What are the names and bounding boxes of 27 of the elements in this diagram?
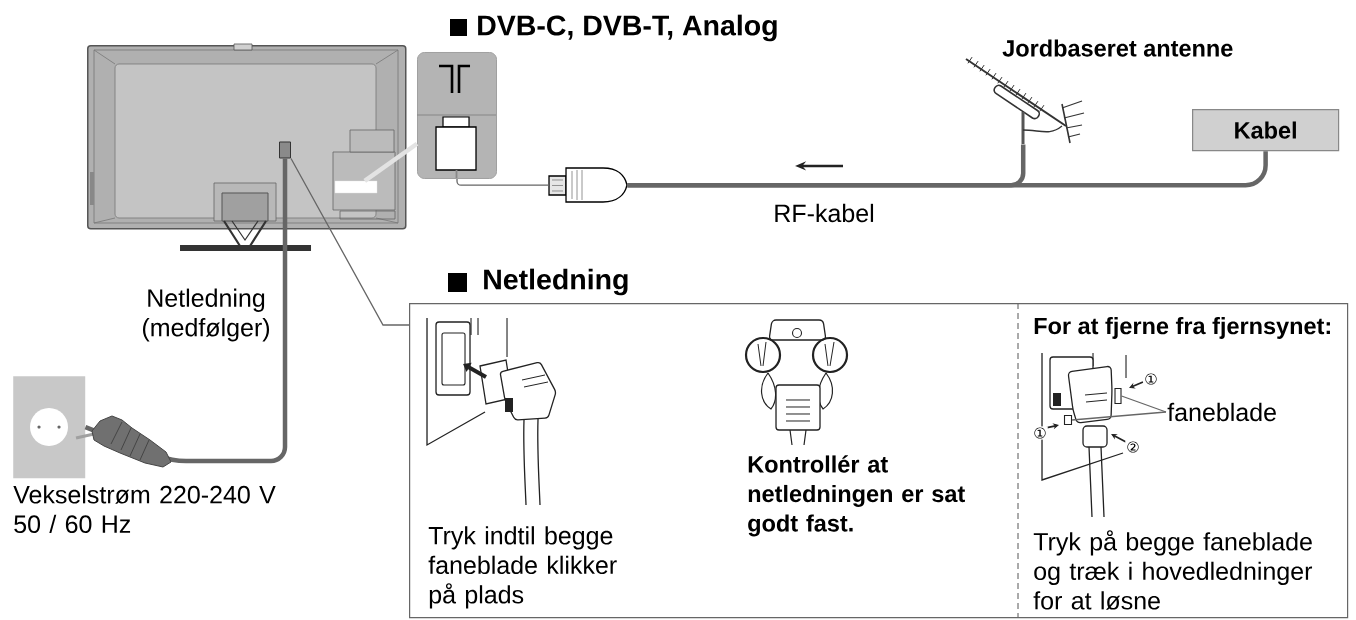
latch-tab <box>1114 387 1122 405</box>
leader-line <box>1120 395 1167 413</box>
instruction-text: Tryk på begge faneblade og træk i hovedledninger for at løsne <box>1033 530 1313 610</box>
leader-line <box>290 157 410 326</box>
subheading: For at fjerne fra fjernsynet: <box>1034 317 1330 339</box>
source-box: Kabel <box>1192 109 1340 152</box>
section-heading: Netledning <box>484 268 628 296</box>
callout-label: faneblade <box>1167 402 1276 422</box>
antenna-label: Jordbaseret antenne <box>1002 39 1233 57</box>
cable-label: RF-kabel <box>775 203 874 223</box>
socket-closeup <box>416 52 497 179</box>
leader-line <box>1071 411 1167 421</box>
outlet-caption: Vekselstrøm 220-240 V 50 / 60 Hz <box>13 485 276 534</box>
instruction-text: Kontrollér at netledningen er sat godt fast. <box>748 455 965 537</box>
antenna-terminal <box>334 180 378 194</box>
edge-label: Netledning (medfølger) <box>135 287 277 343</box>
tv-rear-picture <box>87 43 407 251</box>
callout-number: ① <box>1143 372 1159 386</box>
callout-number: ② <box>1125 440 1141 454</box>
cable <box>627 151 1268 188</box>
section-heading: DVB-C, DVB-T, Analog <box>478 14 777 42</box>
power-socket <box>279 141 291 159</box>
callout-number: ① <box>1032 426 1048 440</box>
instruction-text: Tryk indtil begge faneblade klikker på plads <box>428 526 617 609</box>
cable <box>456 178 550 186</box>
latch-tab <box>1063 414 1073 426</box>
rf-plug <box>548 167 628 203</box>
